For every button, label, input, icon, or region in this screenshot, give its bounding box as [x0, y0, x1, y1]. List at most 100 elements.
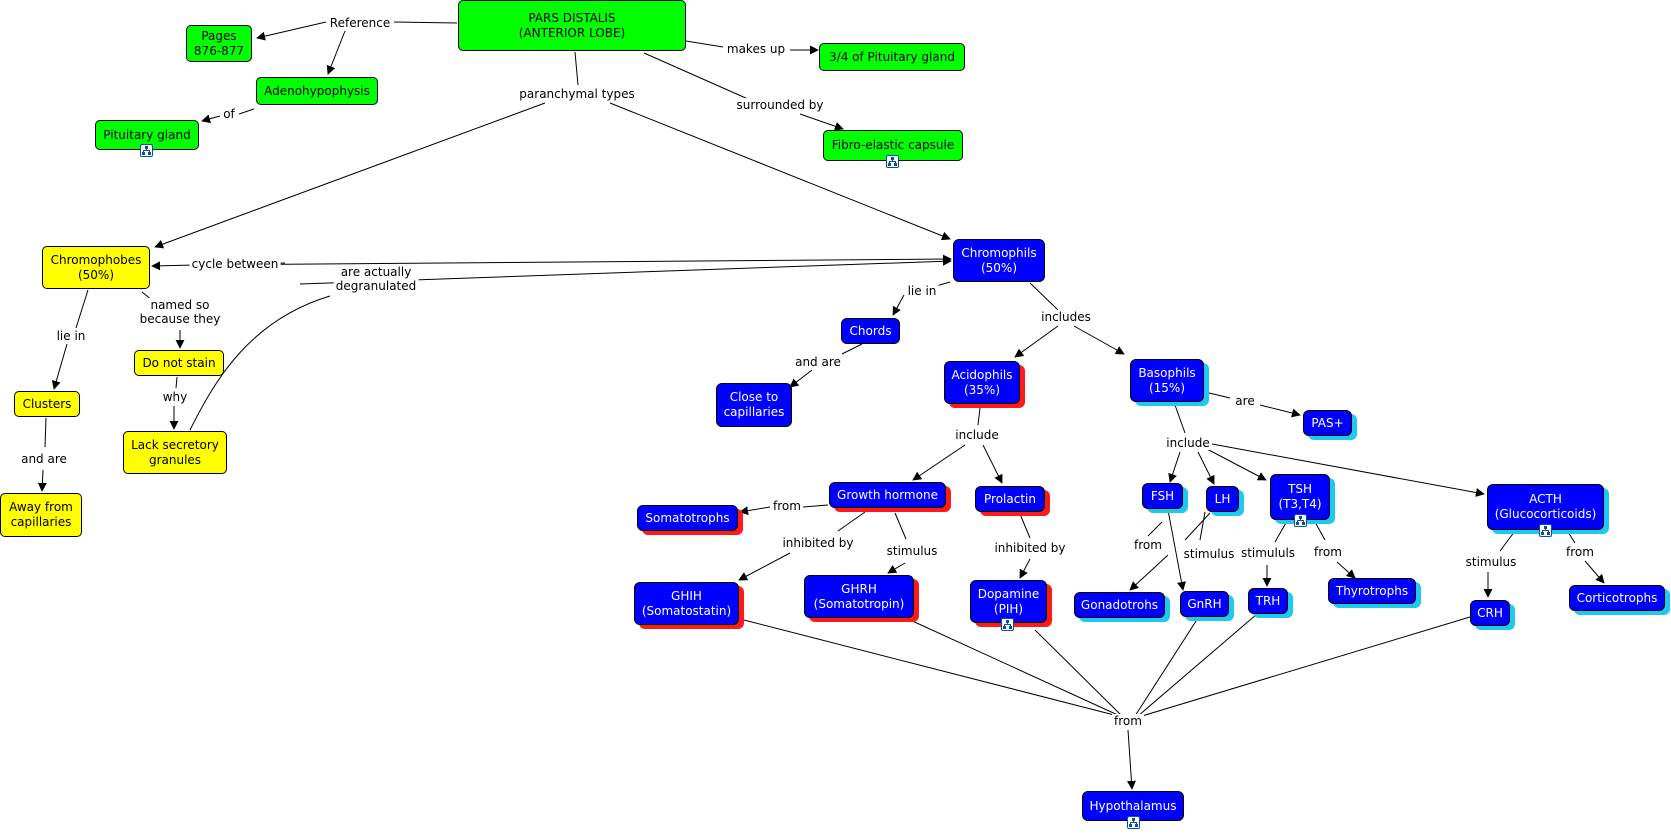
- link-label[interactable]: from: [1312, 545, 1344, 559]
- link-label[interactable]: stimulus: [1463, 555, 1519, 569]
- node-label: PARS DISTALIS (ANTERIOR LOBE): [518, 10, 626, 40]
- node-label: Adenohypophysis: [264, 83, 370, 98]
- link-line: [841, 343, 863, 355]
- node-label: TRH: [1255, 593, 1281, 608]
- link-label[interactable]: cycle between: [189, 257, 281, 271]
- node-label: Chords: [849, 323, 892, 338]
- node-label: LH: [1214, 491, 1231, 506]
- node-corticotrophs[interactable]: Corticotrophs: [1569, 585, 1665, 611]
- link-label[interactable]: why: [160, 390, 190, 404]
- link-line: [201, 114, 221, 124]
- node-pages[interactable]: Pages 876-877: [186, 25, 252, 62]
- concept-map-icon[interactable]: [140, 144, 153, 157]
- link-line: [75, 289, 89, 329]
- node-label: Chromophobes (50%): [50, 252, 142, 282]
- node-lack-secretory-granules[interactable]: Lack secretory granules: [123, 431, 227, 474]
- concept-map-icon[interactable]: [1294, 514, 1307, 527]
- link-label[interactable]: of: [221, 107, 237, 121]
- link-line: [743, 619, 1119, 717]
- concept-map-icon[interactable]: [1539, 524, 1552, 537]
- link-line: [1174, 404, 1186, 434]
- link-line: [1034, 629, 1123, 717]
- link-line: [1137, 613, 1258, 717]
- link-label[interactable]: from: [771, 499, 803, 513]
- link-line: [1567, 531, 1576, 544]
- node-growth-hormone[interactable]: Growth hormone: [829, 482, 946, 508]
- node-gnrh[interactable]: GnRH: [1180, 591, 1229, 617]
- link-line: [1314, 521, 1326, 541]
- node-three-quarters[interactable]: 3/4 of Pituitary gland: [819, 43, 965, 71]
- link-line: [154, 102, 546, 249]
- link-label[interactable]: paranchymal types: [517, 87, 637, 101]
- link-line: [1204, 447, 1267, 481]
- node-prolactin[interactable]: Prolactin: [975, 486, 1045, 512]
- link-label[interactable]: inhibited by: [780, 536, 856, 550]
- link-label[interactable]: include: [953, 428, 1001, 442]
- link-label[interactable]: stimulus: [1181, 547, 1237, 561]
- link-label[interactable]: inhibited by: [992, 541, 1068, 555]
- node-label: Dopamine (PIH): [977, 586, 1040, 616]
- node-pars-distalis[interactable]: PARS DISTALIS (ANTERIOR LOBE): [458, 0, 686, 51]
- link-line: [643, 52, 749, 100]
- link-label[interactable]: include: [1164, 436, 1212, 450]
- concept-map-icon[interactable]: [1001, 618, 1014, 631]
- concept-map-icon[interactable]: [886, 155, 899, 168]
- node-label: Corticotrophs: [1576, 590, 1658, 605]
- link-label[interactable]: named so because they: [137, 298, 223, 326]
- node-label: Thyrotrophs: [1335, 583, 1409, 598]
- link-label[interactable]: makes up: [724, 42, 788, 56]
- link-label[interactable]: stimulus: [884, 544, 940, 558]
- link-label[interactable]: includes: [1039, 310, 1093, 324]
- link-line: [912, 444, 966, 481]
- link-line: [393, 21, 458, 24]
- node-acidophils[interactable]: Acidophils (35%): [944, 361, 1020, 404]
- node-close-to-capillaries[interactable]: Close to capillaries: [716, 383, 792, 427]
- node-trh[interactable]: TRH: [1248, 588, 1288, 614]
- node-away-from-capillaries[interactable]: Away from capillaries: [0, 493, 82, 537]
- link-line: [837, 511, 866, 532]
- link-line: [51, 343, 68, 390]
- node-label: FSH: [1150, 488, 1175, 503]
- node-label: Do not stain: [142, 355, 216, 370]
- node-clusters[interactable]: Clusters: [14, 391, 80, 417]
- node-adenohypophysis[interactable]: Adenohypophysis: [256, 77, 378, 105]
- link-label[interactable]: surrounded by: [734, 98, 826, 112]
- link-line: [685, 40, 724, 48]
- node-gonadotrophs[interactable]: Gonadotrohs: [1074, 592, 1165, 618]
- link-line: [1274, 520, 1288, 543]
- link-label[interactable]: stimululs: [1238, 546, 1298, 560]
- node-fsh[interactable]: FSH: [1142, 483, 1183, 509]
- node-somatotrophs[interactable]: Somatotrophs: [637, 505, 738, 531]
- link-label[interactable]: are actually degranulated: [333, 265, 419, 293]
- link-line: [739, 506, 771, 516]
- node-dopamine[interactable]: Dopamine (PIH): [970, 580, 1047, 623]
- node-chromophils[interactable]: Chromophils (50%): [953, 239, 1045, 282]
- node-ghih[interactable]: GHIH (Somatostatin): [634, 582, 739, 625]
- link-label[interactable]: from: [1132, 538, 1164, 552]
- node-thyrotrophs[interactable]: Thyrotrophs: [1328, 578, 1416, 604]
- node-lh[interactable]: LH: [1206, 486, 1239, 512]
- node-pas-plus[interactable]: PAS+: [1303, 410, 1352, 436]
- link-label[interactable]: lie in: [54, 329, 88, 343]
- link-label[interactable]: lie in: [905, 284, 939, 298]
- link-label[interactable]: from: [1564, 545, 1596, 559]
- link-label[interactable]: are: [1233, 394, 1257, 408]
- node-chromophobes[interactable]: Chromophobes (50%): [42, 246, 150, 289]
- node-basophils[interactable]: Basophils (15%): [1130, 359, 1204, 402]
- link-line: [44, 417, 47, 448]
- link-line: [982, 444, 1003, 484]
- node-ghrh[interactable]: GHRH (Somatotropin): [804, 575, 914, 618]
- link-label[interactable]: from: [1112, 714, 1144, 728]
- link-label[interactable]: Reference: [327, 16, 393, 30]
- link-label[interactable]: and are: [793, 355, 843, 369]
- link-line: [326, 30, 346, 75]
- node-crh[interactable]: CRH: [1470, 600, 1510, 626]
- node-do-not-stain[interactable]: Do not stain: [134, 350, 224, 376]
- concept-map-icon[interactable]: [1127, 816, 1140, 829]
- link-label[interactable]: and are: [19, 452, 69, 466]
- node-chords[interactable]: Chords: [841, 318, 900, 344]
- node-label: Somatotrophs: [645, 510, 730, 525]
- link-line: [1499, 530, 1516, 552]
